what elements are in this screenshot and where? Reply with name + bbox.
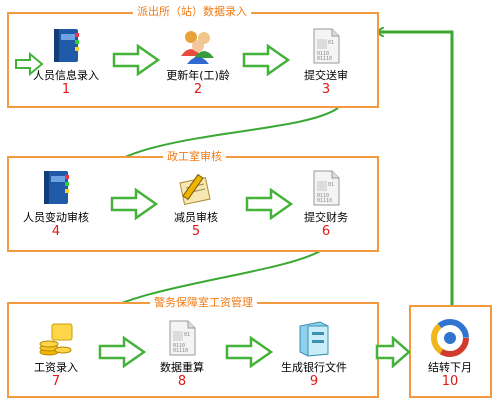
step-9-number: 9: [309, 374, 319, 389]
step-1[interactable]: 人员信息录入 1: [18, 26, 114, 97]
step-3[interactable]: 01 0110 01110 提交送审 3: [278, 26, 374, 97]
svg-text:01: 01: [328, 40, 334, 46]
binary-document-icon: 01 0110 01110: [313, 170, 340, 206]
stage-title-data-entry: 派出所（站）数据录入: [133, 5, 251, 18]
file-cabinet-icon: [299, 321, 329, 357]
svg-text:01110: 01110: [317, 56, 332, 62]
svg-text:01110: 01110: [173, 348, 188, 354]
svg-text:0110: 0110: [317, 193, 329, 199]
coins-money-icon: [39, 323, 73, 356]
step-4-label: 人员变动审核: [23, 211, 89, 224]
users-group-icon: [181, 31, 214, 64]
pencil-notepad-icon: [179, 173, 211, 206]
arrow-1-to-2: [112, 44, 160, 76]
arrow-5-to-6: [245, 188, 293, 220]
svg-text:01: 01: [328, 182, 334, 188]
binary-document-icon: 01 0110 01110: [313, 28, 340, 64]
svg-text:01110: 01110: [317, 198, 332, 204]
step-1-label: 人员信息录入: [33, 69, 99, 82]
step-2-number: 2: [193, 82, 203, 97]
step-6-label: 提交财务: [304, 211, 348, 224]
step-9-label: 生成银行文件: [281, 361, 347, 374]
step-7-number: 7: [51, 374, 61, 389]
step-3-number: 3: [321, 82, 331, 97]
step-8-label: 数据重算: [160, 361, 204, 374]
svg-text:01: 01: [184, 332, 190, 338]
step-4[interactable]: 人员变动审核 4: [8, 168, 104, 239]
address-book-icon: [44, 171, 69, 204]
step-6[interactable]: 01 0110 01110 提交财务 6: [278, 168, 374, 239]
step-2[interactable]: 更新年(工)龄 2: [150, 26, 246, 97]
step-6-number: 6: [321, 224, 331, 239]
step-7-label: 工资录入: [34, 361, 78, 374]
arrow-4-to-5: [110, 188, 158, 220]
arrow-7-to-8: [98, 336, 146, 368]
step-10[interactable]: 结转下月 10: [402, 318, 498, 389]
step-3-label: 提交送审: [304, 69, 348, 82]
step-8[interactable]: 01 0110 01110 数据重算 8: [134, 318, 230, 389]
step-8-number: 8: [177, 374, 187, 389]
step-5-label: 减员审核: [174, 211, 218, 224]
step-7[interactable]: 工资录入 7: [8, 318, 104, 389]
step-10-number: 10: [441, 374, 459, 389]
svg-text:0110: 0110: [317, 51, 329, 57]
svg-text:0110: 0110: [173, 343, 185, 349]
cycle-logo-icon: [431, 319, 469, 357]
step-1-number: 1: [61, 82, 71, 97]
stage-title-salary-management: 警务保障室工资管理: [150, 296, 257, 309]
step-5-number: 5: [191, 224, 201, 239]
step-9[interactable]: 生成银行文件 9: [266, 318, 362, 389]
address-book-icon: [54, 29, 79, 62]
entry-arrow-icon: [15, 52, 44, 76]
connector-10-to-1: [378, 32, 454, 305]
arrow-2-to-3: [242, 44, 290, 76]
step-5[interactable]: 减员审核 5: [148, 168, 244, 239]
step-10-label: 结转下月: [428, 361, 472, 374]
stage-title-political-review: 政工室审核: [163, 150, 226, 163]
arrow-9-to-10: [375, 336, 411, 368]
arrow-8-to-9: [225, 336, 273, 368]
step-4-number: 4: [51, 224, 61, 239]
step-2-label: 更新年(工)龄: [166, 69, 230, 82]
binary-document-icon: 01 0110 01110: [169, 320, 196, 356]
